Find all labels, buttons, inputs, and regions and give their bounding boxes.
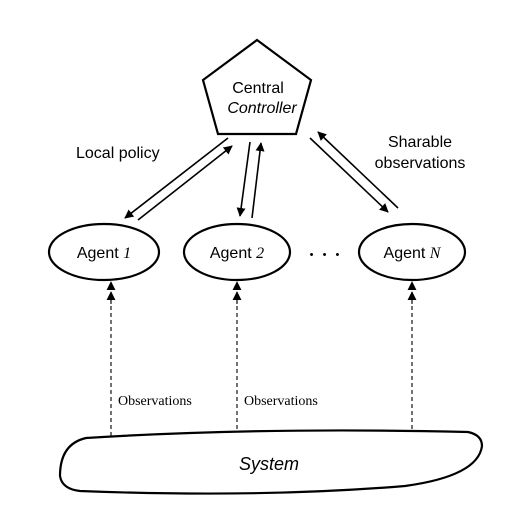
agent-1-ellipse [47, 222, 161, 282]
agent-2: Agent 2 [182, 222, 292, 282]
arrow-agent-n-to-controller [317, 131, 399, 209]
agent-n-ellipse [357, 222, 467, 282]
agent-2-label: Agent 2 [210, 245, 264, 262]
agent-1-label: Agent 1 [77, 245, 131, 262]
observations-label-1: Observations [118, 394, 192, 409]
arrow-to-agent-2 [236, 141, 251, 217]
local-policy-label: Local policy [76, 145, 160, 162]
arrows-controller-agent-1 [124, 137, 233, 221]
arrow-to-agent-n [309, 137, 389, 213]
arrow-agent-1-to-controller [137, 145, 233, 221]
central-controller: Central Controller [201, 38, 313, 136]
agent-2-ellipse [182, 222, 292, 282]
controller-pentagon [201, 38, 313, 136]
ellipsis-dots: • • • [310, 249, 343, 261]
system-shape [58, 429, 484, 495]
sharable-label-line2: observations [375, 155, 466, 172]
system-label: System [239, 454, 299, 474]
agent-1: Agent 1 [47, 222, 161, 282]
arrows-controller-agent-n [309, 131, 399, 213]
sharable-label-line1: Sharable [388, 134, 452, 151]
controller-subtitle: Controller [227, 100, 297, 117]
agent-n-label: Agent N [384, 245, 442, 262]
policy-arrow-to-agent-1 [124, 137, 229, 219]
observations-label-2: Observations [244, 394, 318, 409]
arrow-agent-2-to-controller [251, 142, 265, 219]
observation-arrows [106, 281, 417, 436]
arrows-controller-agent-2 [236, 141, 265, 219]
agent-n: Agent N [357, 222, 467, 282]
system: System [58, 429, 484, 495]
controller-title: Central [232, 80, 284, 97]
